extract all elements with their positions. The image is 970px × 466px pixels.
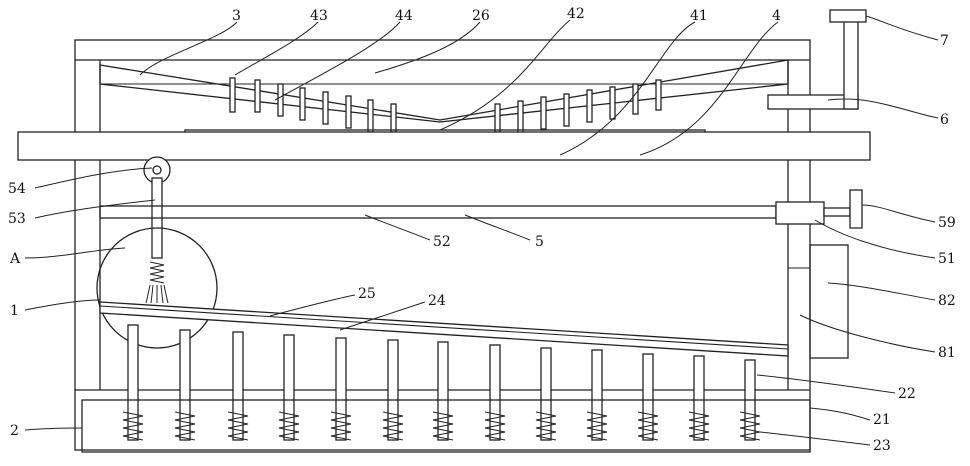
label-1: 1 (10, 303, 19, 319)
label-81: 81 (938, 345, 956, 361)
label-22: 22 (898, 386, 916, 402)
hopper (100, 60, 788, 122)
label-59: 59 (938, 215, 956, 231)
label-43: 43 (310, 8, 328, 24)
label-44: 44 (395, 8, 413, 24)
side-panel (810, 245, 848, 358)
label-6: 6 (940, 112, 949, 128)
horizontal-beam (18, 132, 870, 160)
label-4: 4 (772, 8, 781, 24)
label-53: 53 (8, 211, 26, 227)
label-A: A (9, 251, 21, 267)
label-41: 41 (690, 8, 708, 24)
label-26: 26 (472, 8, 490, 24)
label-7: 7 (940, 33, 949, 49)
label-24: 24 (428, 293, 446, 309)
label-21: 21 (873, 412, 891, 428)
shaft (100, 206, 776, 218)
small-spring (150, 262, 164, 283)
knob-59 (850, 190, 862, 228)
label-82: 82 (938, 293, 956, 309)
brush (146, 285, 168, 303)
label-3: 3 (232, 8, 241, 24)
label-42: 42 (567, 6, 585, 22)
label-5: 5 (535, 234, 544, 250)
label-52: 52 (433, 234, 451, 250)
label-2: 2 (10, 423, 19, 439)
label-23: 23 (873, 438, 891, 454)
label-51: 51 (938, 251, 956, 267)
label-25: 25 (358, 286, 376, 302)
label-54: 54 (8, 181, 26, 197)
